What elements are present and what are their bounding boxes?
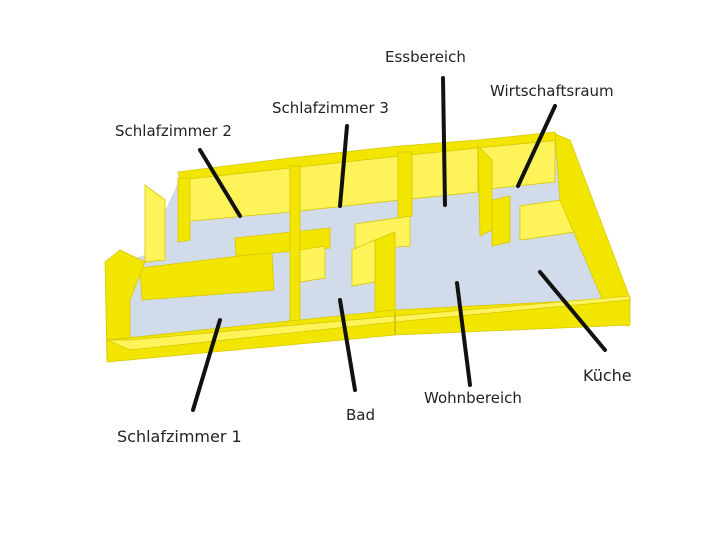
wall-right-outer <box>554 133 631 327</box>
leader-bad <box>338 298 357 392</box>
leader-schlafzimmer3 <box>338 124 349 208</box>
wall-bedroom2-left <box>177 177 191 243</box>
wall-bedroom-divider <box>139 251 275 301</box>
label-kueche: Küche <box>583 366 632 385</box>
wall-utility-left <box>477 145 493 237</box>
label-schlafzimmer1: Schlafzimmer 1 <box>117 427 242 446</box>
label-schlafzimmer3: Schlafzimmer 3 <box>272 99 389 117</box>
leader-schlafzimmer1 <box>191 318 222 412</box>
label-wirtschaftsraum: Wirtschaftsraum <box>490 82 614 100</box>
label-wohnbereich: Wohnbereich <box>424 389 522 407</box>
label-essbereich: Essbereich <box>385 48 466 66</box>
leader-wohnbereich <box>455 281 472 387</box>
label-schlafzimmer2: Schlafzimmer 2 <box>115 122 232 140</box>
wall-left-stub <box>144 184 166 263</box>
wall-utility-front <box>491 195 511 247</box>
wall-bath-right-side <box>351 239 376 287</box>
leader-kueche <box>538 270 607 352</box>
wall-bedroom3-front <box>354 215 411 251</box>
leader-schlafzimmer2 <box>198 148 242 218</box>
label-bad: Bad <box>346 406 375 424</box>
wall-bath-door <box>299 245 326 283</box>
leader-wirtschaftsraum <box>516 104 557 188</box>
wall-front-top-edge <box>106 295 631 351</box>
wall-bath-top <box>289 165 301 333</box>
wall-dining-right <box>397 151 413 219</box>
leader-essbereich <box>441 76 447 207</box>
